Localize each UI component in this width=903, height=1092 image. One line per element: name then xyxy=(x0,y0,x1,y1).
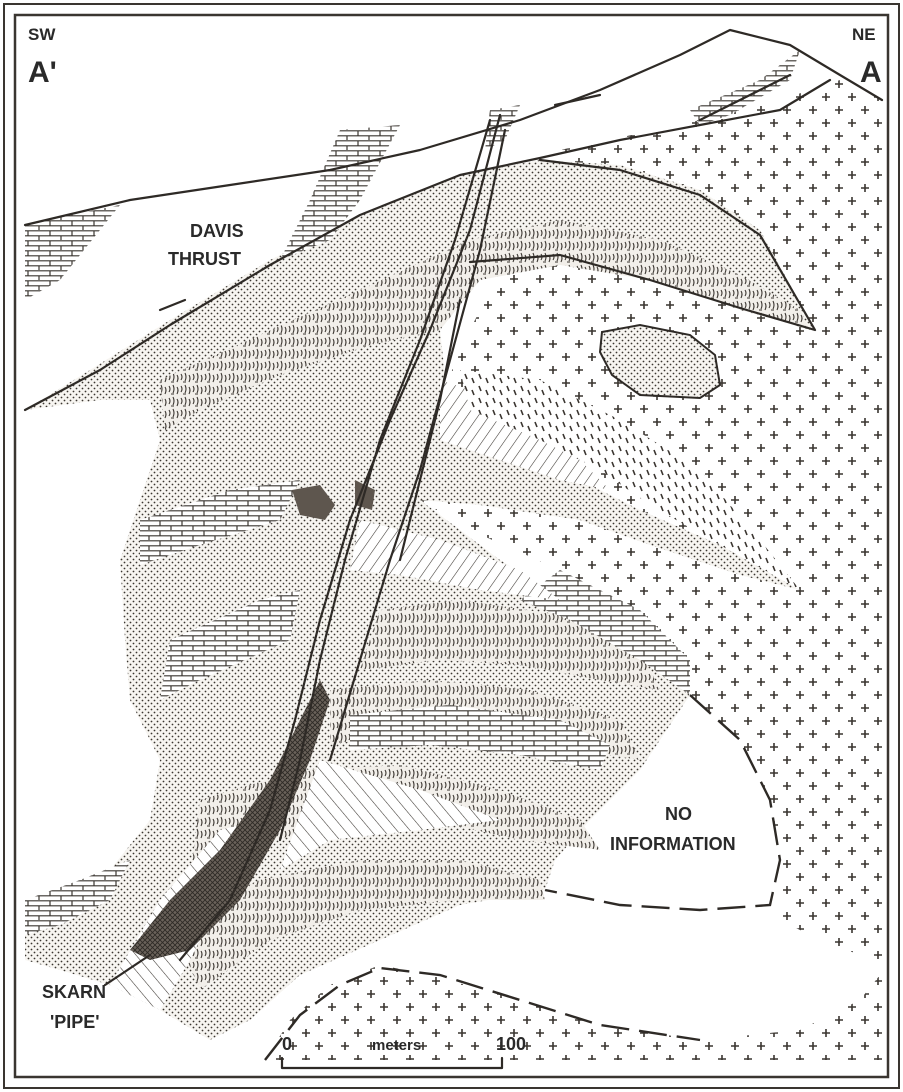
ne-direction-label: NE xyxy=(852,25,876,44)
no-information-label-line2: INFORMATION xyxy=(610,834,736,854)
sw-section-end-label: A' xyxy=(28,56,57,89)
davis-thrust-label-line2: THRUST xyxy=(168,249,241,269)
davis-thrust-label-line1: DAVIS xyxy=(190,221,244,241)
ne-section-end-label: A xyxy=(860,56,882,89)
skarn-label-line2: 'PIPE' xyxy=(50,1012,100,1032)
sw-direction-label: SW xyxy=(28,25,56,44)
scale-bar-start: 0 xyxy=(282,1034,292,1054)
scale-bar-unit: meters xyxy=(372,1037,421,1054)
scale-bar-end: 100 xyxy=(496,1034,526,1054)
no-information-label-line1: NO xyxy=(665,804,692,824)
skarn-label-line1: SKARN xyxy=(42,982,106,1002)
